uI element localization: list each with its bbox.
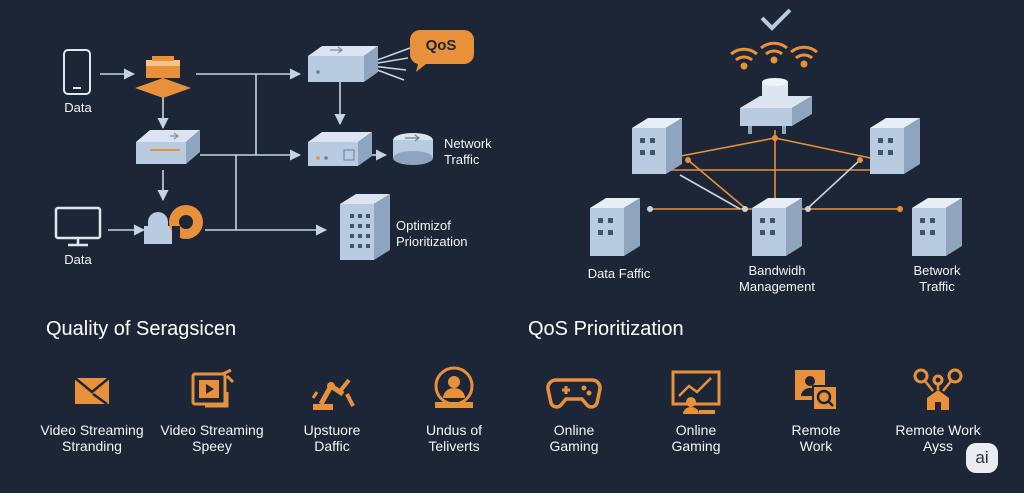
switch-secondary-icon [308,132,372,166]
data-traffic-label: Data Faffic [587,266,651,281]
user-badge-icon [434,366,474,408]
phone-label: Data [64,100,92,115]
robot-arm-icon [311,378,355,410]
layer-stack-icon [135,56,191,98]
icon-caption-6: Online Gaming [671,422,721,454]
network-traffic-label: Network Traffic [444,136,492,167]
envelope-icon [74,377,110,406]
search-user-icon [795,370,838,411]
monitor-icon [54,206,102,247]
server-node-bottommid-icon [752,198,802,256]
section-title-right: QoS Prioritization [528,318,684,340]
icon-card-1: Video Streaming Stranding [32,366,152,454]
icon-caption-3: Upstuore Daffic [303,422,361,454]
hub-router-icon [740,78,812,134]
phone-icon [63,49,91,95]
checkmark-icon [760,8,792,31]
icon-caption-1: Video Streaming Stranding [40,422,144,454]
right-connectors [650,130,900,210]
icon-caption-5: Online Gaming [549,422,599,454]
optimize-label: Optimizof Prioritization [396,218,468,249]
icon-card-8: Remote Work Ayss [878,366,998,454]
ai-badge: ai [966,443,998,473]
server-node-topleft-icon [632,118,682,174]
server-node-bottomleft-icon [590,198,640,256]
qos-bubble-label: QoS [425,37,457,54]
server-node-bottomright-icon [912,198,962,256]
router-icon [308,46,378,82]
section-title-left: Quality of Seragsicen [46,318,237,340]
server-icon [340,194,390,260]
icon-card-3: Upstuore Daffic [272,366,392,454]
lock-badge-icon [144,205,203,244]
icon-caption-2: Video Streaming Speey [160,422,264,454]
betwork-traffic-label: Betwork Traffic [913,263,961,294]
icon-caption-8: Remote Work Ayss [895,422,981,454]
icon-caption-4: Undus of Teliverts [425,422,483,454]
wifi-icon [730,41,818,70]
monitor-chart-icon [671,370,721,414]
bandwidth-label: Bandwidh Management [739,263,815,294]
icon-card-5: Online Gaming [514,366,634,454]
network-house-icon [913,368,963,410]
icon-card-4: Undus of Teliverts [394,362,514,454]
gamepad-icon [546,378,602,409]
switch-icon [136,130,200,164]
left-connectors [100,47,411,236]
monitor-label: Data [64,252,92,267]
icon-caption-7: Remote Work [791,422,841,454]
video-play-icon [191,368,235,408]
qos-bubble-shape [409,30,474,72]
server-node-topright-icon [870,118,920,174]
icon-card-2: Video Streaming Speey [152,366,272,454]
right-connector-dots [647,135,903,212]
icon-card-6: Online Gaming [636,366,756,454]
icon-card-7: Remote Work [756,366,876,454]
network-traffic-icon [393,133,433,165]
